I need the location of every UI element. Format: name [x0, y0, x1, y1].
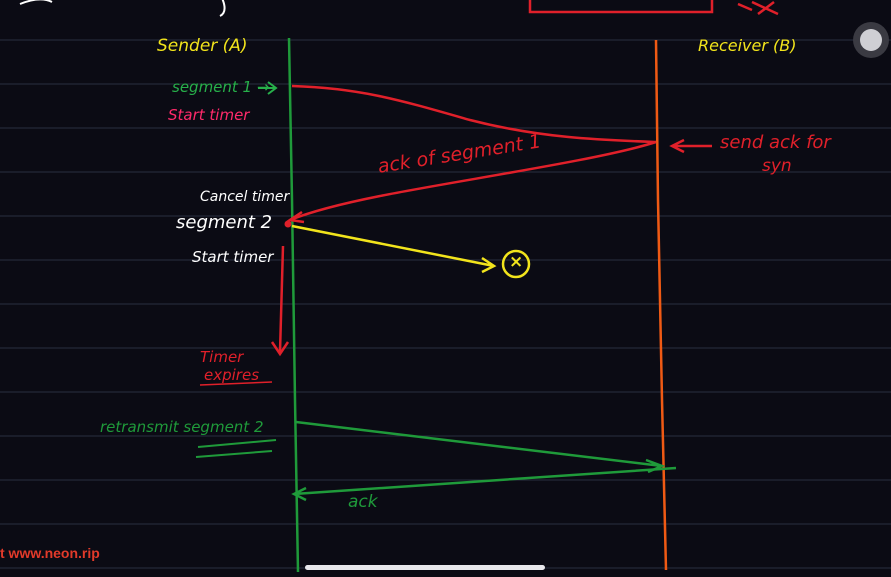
- segment2-dot: [284, 220, 292, 228]
- lost-marker-circle: [501, 249, 531, 279]
- start-timer-2-label: Start timer: [192, 248, 274, 266]
- home-indicator-bar[interactable]: [305, 565, 545, 570]
- send-ack-pointer-arrow: [669, 138, 712, 154]
- top-fragment-scribble: [737, 0, 779, 16]
- receiver-label: Receiver (B): [698, 36, 797, 55]
- send-ack-label-line1: send ack for: [720, 132, 831, 153]
- cancel-timer-label: Cancel timer: [200, 189, 290, 205]
- segment2-lost-arrow: [291, 224, 497, 274]
- ruled-lines: [0, 39, 891, 569]
- segment1-label: segment 1 →: [172, 78, 270, 96]
- lost-marker-label: ×: [509, 252, 524, 272]
- receiver-lifeline: [654, 39, 668, 571]
- timer-label: Timer: [200, 348, 244, 366]
- retransmit-label: retransmit segment 2: [100, 418, 264, 436]
- watermark-text: t www.neon.rip: [0, 545, 100, 561]
- retransmit-arrow: [295, 420, 666, 474]
- top-fragment-mid: [219, 0, 226, 17]
- final-ack-arrow: [291, 466, 677, 502]
- retransmit-underline-2: [195, 450, 273, 458]
- sender-lifeline: [287, 37, 300, 573]
- expires-label: expires: [204, 366, 260, 384]
- top-fragment-left: [19, 0, 53, 5]
- segment2-label: segment 2: [176, 212, 273, 233]
- segment1-pointer-arrow: [258, 81, 278, 95]
- scroll-knob-thumb[interactable]: [860, 29, 882, 51]
- sender-label: Sender (A): [157, 36, 248, 56]
- send-ack-label-line2: syn: [762, 156, 792, 176]
- timer-down-arrow: [270, 245, 290, 357]
- ack-segment1-arrow: [289, 140, 657, 222]
- ack-segment1-arrowhead: [286, 210, 305, 224]
- expires-underline: [199, 381, 273, 386]
- segment1-arrow: [291, 84, 657, 144]
- retransmit-underline-1: [197, 439, 277, 448]
- final-ack-label: ack: [348, 492, 378, 512]
- top-fragment-right: [528, 0, 714, 14]
- scroll-knob[interactable]: [853, 22, 889, 58]
- start-timer-1-label: Start timer: [168, 106, 250, 124]
